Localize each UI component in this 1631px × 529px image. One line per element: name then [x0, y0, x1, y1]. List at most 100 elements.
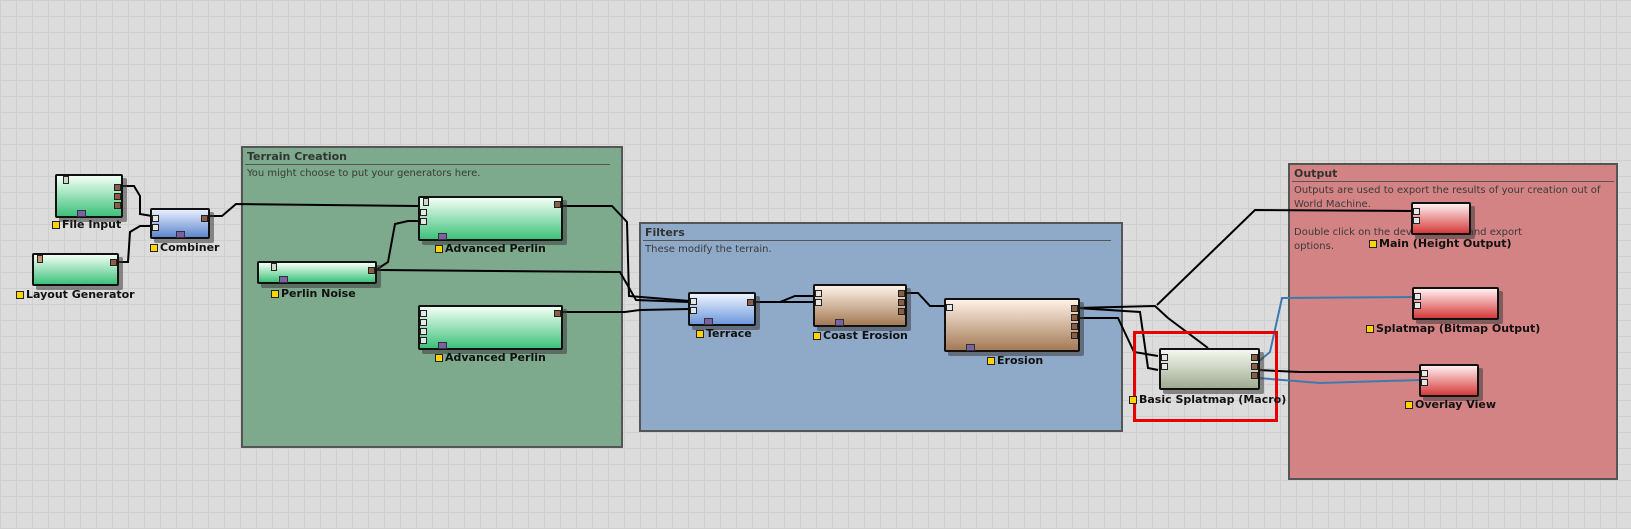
wire	[562, 205, 691, 302]
input-port[interactable]	[152, 224, 159, 231]
output-port[interactable]	[114, 193, 121, 200]
group-divider	[1292, 181, 1614, 182]
wire	[906, 292, 945, 307]
node-label-coast-erosion: Coast Erosion	[813, 329, 908, 342]
output-port[interactable]	[1251, 363, 1258, 370]
wire	[1257, 377, 1421, 385]
group-title: Output	[1294, 167, 1338, 180]
output-port[interactable]	[1071, 305, 1078, 312]
status-indicator-icon	[813, 331, 821, 340]
status-indicator-icon	[987, 356, 995, 365]
output-port[interactable]	[1251, 354, 1258, 361]
status-indicator-icon	[271, 289, 279, 298]
input-port[interactable]	[1161, 363, 1168, 370]
output-port[interactable]	[747, 299, 754, 306]
input-port[interactable]	[420, 319, 427, 326]
input-port[interactable]	[1421, 370, 1428, 377]
output-port[interactable]	[201, 215, 208, 222]
output-port[interactable]	[1071, 332, 1078, 339]
output-port[interactable]	[368, 267, 375, 274]
node-overlay-view[interactable]	[1419, 364, 1479, 397]
node-label-advanced-perlin-2: Advanced Perlin	[435, 351, 546, 364]
wire	[1156, 208, 1414, 306]
input-port[interactable]	[63, 176, 69, 184]
preview-port[interactable]	[835, 319, 844, 326]
output-port[interactable]	[898, 299, 905, 306]
node-main-height-output[interactable]	[1411, 202, 1471, 235]
status-indicator-icon	[16, 290, 24, 299]
preview-port[interactable]	[77, 210, 86, 217]
preview-port[interactable]	[704, 318, 713, 325]
output-port[interactable]	[554, 310, 561, 317]
node-label-terrace: Terrace	[696, 327, 752, 340]
status-indicator-icon	[52, 220, 60, 229]
node-splatmap-bitmap-output[interactable]	[1412, 287, 1499, 320]
node-label-erosion: Erosion	[987, 354, 1043, 367]
status-indicator-icon	[150, 243, 158, 252]
status-indicator-icon	[1369, 239, 1377, 248]
preview-port[interactable]	[176, 231, 185, 238]
wire	[1257, 369, 1420, 373]
node-label-perlin-noise: Perlin Noise	[271, 287, 356, 300]
wire	[375, 269, 691, 303]
node-label-file-input: File Input	[52, 218, 121, 231]
input-port[interactable]	[1414, 302, 1421, 309]
preview-port[interactable]	[279, 276, 288, 283]
node-terrace[interactable]	[688, 292, 756, 326]
output-port[interactable]	[110, 259, 117, 266]
node-coast-erosion[interactable]	[813, 284, 907, 327]
group-description: You might choose to put your generators …	[247, 168, 481, 179]
input-port[interactable]	[1413, 217, 1420, 224]
output-port[interactable]	[114, 202, 121, 209]
node-file-input[interactable]	[55, 174, 123, 218]
node-label-basic-splatmap-macro: Basic Splatmap (Macro)	[1129, 393, 1286, 406]
preview-port[interactable]	[438, 233, 447, 240]
input-port[interactable]	[1161, 354, 1168, 361]
wire	[562, 308, 691, 313]
status-indicator-icon	[1366, 324, 1374, 333]
input-port[interactable]	[946, 304, 953, 311]
group-divider	[245, 164, 610, 165]
node-advanced-perlin-2[interactable]	[418, 305, 563, 350]
node-label-layout-generator: Layout Generator	[16, 288, 135, 301]
preview-port[interactable]	[966, 344, 975, 351]
node-advanced-perlin-1[interactable]	[418, 196, 563, 241]
input-port[interactable]	[423, 198, 429, 206]
input-port[interactable]	[420, 310, 427, 317]
input-port[interactable]	[420, 218, 427, 225]
status-indicator-icon	[1405, 400, 1413, 409]
input-port[interactable]	[420, 337, 427, 344]
input-port[interactable]	[37, 255, 43, 263]
input-port[interactable]	[271, 263, 277, 271]
output-port[interactable]	[114, 184, 121, 191]
wire	[118, 225, 152, 263]
node-label-overlay-view: Overlay View	[1405, 398, 1496, 411]
input-port[interactable]	[152, 215, 159, 222]
input-port[interactable]	[815, 299, 822, 306]
input-port[interactable]	[420, 328, 427, 335]
node-basic-splatmap-macro[interactable]	[1159, 348, 1260, 390]
node-label-main-height-output: Main (Height Output)	[1369, 237, 1512, 250]
output-port[interactable]	[1071, 323, 1078, 330]
output-port[interactable]	[1071, 314, 1078, 321]
output-port[interactable]	[1251, 372, 1258, 379]
input-port[interactable]	[1421, 379, 1428, 386]
status-indicator-icon	[696, 329, 704, 338]
status-indicator-icon	[435, 244, 443, 253]
output-port[interactable]	[898, 308, 905, 315]
input-port[interactable]	[420, 209, 427, 216]
output-port[interactable]	[898, 290, 905, 297]
input-port[interactable]	[815, 290, 822, 297]
input-port[interactable]	[1414, 293, 1421, 300]
node-erosion[interactable]	[944, 298, 1080, 352]
input-port[interactable]	[690, 298, 697, 305]
output-port[interactable]	[554, 201, 561, 208]
input-port[interactable]	[1413, 208, 1420, 215]
node-combiner[interactable]	[150, 208, 210, 239]
input-port[interactable]	[690, 307, 697, 314]
node-perlin-noise[interactable]	[257, 261, 377, 284]
node-layout-generator[interactable]	[32, 253, 119, 286]
preview-port[interactable]	[438, 342, 447, 349]
